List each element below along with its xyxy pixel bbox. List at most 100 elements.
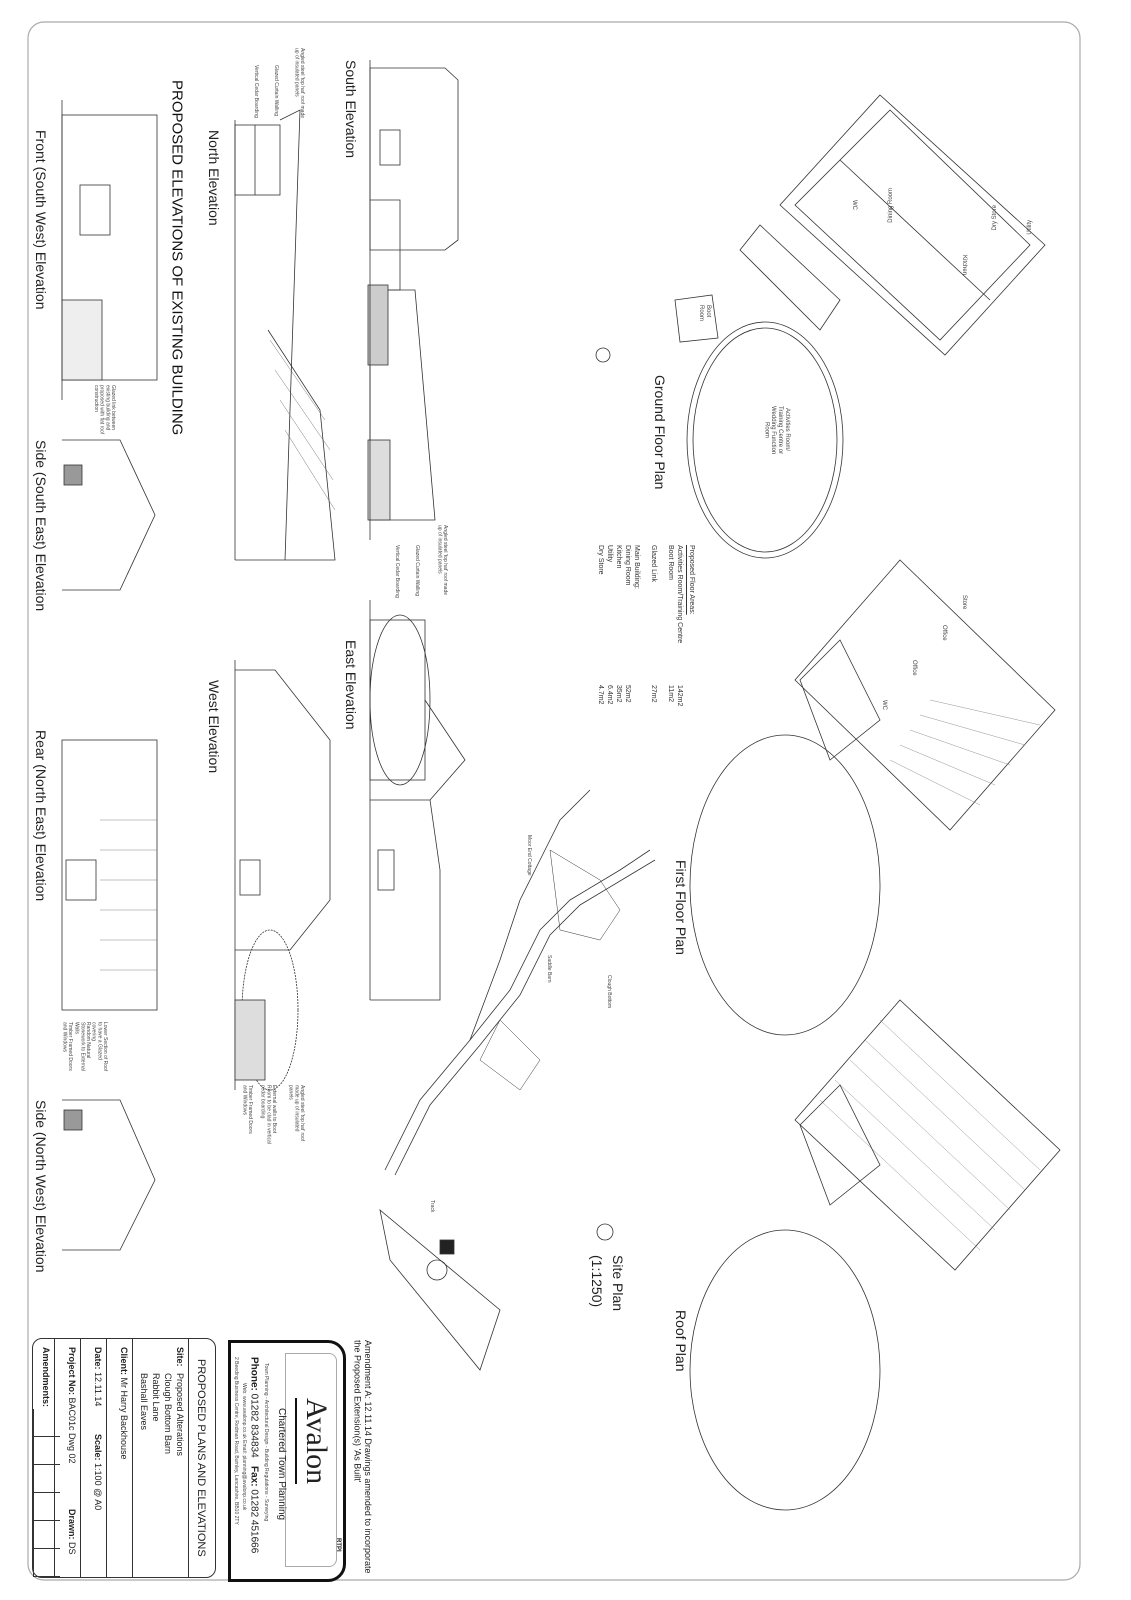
amendments-field: Amendments: [41, 1347, 51, 1407]
south-elevation-title: South Elevation [343, 60, 360, 159]
company-contact: Phone: 01282 834834 Fax: 01282 451666 [248, 1357, 260, 1553]
floor-area-label: Glazed Link [650, 545, 657, 582]
east-elevation-title: East Elevation [343, 640, 360, 730]
annotation-glazed-link: Glazed link between existing building an… [92, 385, 116, 435]
annotation-glazed-curtain: Glazed Curtain Walling [272, 65, 279, 116]
annotation-external-walls-boot: External walls to Boot Room to be clad i… [259, 1085, 278, 1144]
floor-area-value: 35m2 [615, 685, 622, 703]
floor-area-value: 4.7m2 [597, 685, 604, 705]
drawing-title: PROPOSED PLANS AND ELEVATIONS [195, 1359, 207, 1557]
north-elevation-drawing [234, 109, 336, 561]
site-label: Site: [175, 1347, 185, 1367]
annotation-vertical-cedar: Vertical Cedar Boarding [252, 65, 259, 118]
company-address: 2 Beeding Business Centre, Redman Road, … [232, 1357, 239, 1525]
site-label-moor-end: Moor End Cottage [525, 835, 532, 876]
room-wc-first: WC [880, 700, 887, 710]
room-utility: Utility [1027, 220, 1033, 235]
date-field: Date: 12.11.14 [93, 1347, 103, 1406]
room-wc: WC [850, 200, 857, 210]
side-nw-elevation-drawing [62, 1099, 156, 1251]
room-office-1: Office [940, 625, 947, 641]
roof-plan-drawing [689, 999, 1061, 1511]
first-floor-plan-title: First Floor Plan [673, 860, 690, 955]
ground-floor-plan-drawing [674, 94, 1046, 559]
company-logo: Avalon [294, 1398, 333, 1485]
date-label: Date: [93, 1347, 103, 1370]
floor-area-label: Utility [606, 545, 613, 563]
site-line: Rabbit Lane [151, 1373, 161, 1422]
rear-ne-elevation-title: Rear (North East) Elevation [33, 730, 50, 902]
floor-area-label: Boot Room [667, 545, 674, 581]
front-sw-elevation-drawing [61, 100, 158, 400]
site-line: Clough Bottom Barn [163, 1373, 173, 1455]
room-kitchen: Kitchen [960, 255, 967, 276]
scale-field: Scale: 1:100 @ A0 [93, 1434, 103, 1510]
west-elevation-drawing [234, 660, 331, 1091]
annotation-sandstone: Random Natural Stonework to External Wal… [73, 1022, 92, 1071]
site-label-clough-bottom: Clough Bottom [605, 975, 612, 1009]
sheet-border [27, 21, 1081, 1581]
floor-area-label: Activities Room/Training Centre [676, 545, 683, 644]
annotation-timber-doors-rear: Timber Framed Doors and Windows [61, 1022, 73, 1071]
project-value: BAC01c Dwg 02 [67, 1397, 77, 1464]
roof-plan-title: Roof Plan [673, 1310, 690, 1372]
floor-area-value: 6.4m2 [606, 685, 613, 705]
site-plan-title: Site Plan [610, 1255, 627, 1312]
company-web-email: Web: www.avalonp.co.uk Email: planning@a… [240, 1383, 247, 1511]
side-se-elevation-drawing [62, 439, 156, 591]
site-label-track: Track [428, 1200, 435, 1213]
room-store: Store [960, 595, 967, 610]
fax-label: Fax: [248, 1465, 260, 1487]
rtpi-logo: RTPI [335, 1538, 341, 1552]
company-subtitle: Chartered Town Planning [276, 1408, 287, 1521]
site-label-saddle-barn: Saddle Barn [545, 955, 552, 983]
floor-area-label: Dry Store [597, 545, 604, 575]
floor-area-label: Dining Room [624, 545, 631, 586]
drawn-field: Drawn: DS [67, 1509, 77, 1555]
floor-area-label: Kitchen [615, 545, 622, 569]
amendments-label: Amendments: [41, 1347, 51, 1408]
sheet-title: PROPOSED ELEVATIONS OF EXISTING BUILDING [168, 80, 186, 436]
floor-area-value: 52m2 [624, 685, 631, 703]
logo-inner-frame [285, 1353, 337, 1567]
floor-area-value: 142m2 [676, 685, 683, 707]
room-activities: Activities Room/ Training Centre or Wedd… [763, 405, 790, 455]
client-field: Client: Mr Harry Backhouse [119, 1347, 129, 1460]
west-elevation-title: West Elevation [206, 680, 223, 774]
company-services: Town Planning - Architectural Design - B… [262, 1363, 269, 1522]
project-label: Project No: [67, 1347, 77, 1396]
phone-number: 01282 834834 [248, 1393, 260, 1458]
scale-label: Scale: [93, 1434, 103, 1461]
annotation-vertical-cedar-east: Vertical Cedar Boarding [393, 545, 400, 598]
project-field: Project No: BAC01c Dwg 02 [67, 1347, 77, 1464]
floor-areas-table: Proposed Floor Areas: Activities Room/Tr… [575, 545, 695, 735]
site-line: Bashall Eaves [139, 1373, 149, 1431]
drawn-value: DS [67, 1542, 77, 1555]
phone-label: Phone: [248, 1357, 260, 1391]
scale-value: 1:100 @ A0 [93, 1463, 103, 1511]
south-elevation-drawing [367, 60, 459, 540]
side-se-elevation-title: Side (South East) Elevation [33, 440, 50, 612]
annotation-glazed-curtain-east: Glazed Curtain Walling [413, 545, 420, 596]
first-floor-plan-drawing [689, 559, 1056, 1036]
room-dry-store: Dry Store [992, 205, 998, 231]
annotation-angled-roof: Angled steel 'top hat' roof made up of i… [293, 48, 305, 119]
site-info: Site: [175, 1347, 185, 1367]
rear-ne-elevation-drawing [61, 739, 158, 1011]
site-north-arrow-icon [596, 1223, 614, 1241]
company-logo-box: Avalon RTPI Chartered Town Planning Town… [228, 1340, 346, 1582]
north-elevation-title: North Elevation [206, 130, 223, 226]
floor-area-value: 11m2 [667, 685, 674, 702]
title-block: PROPOSED PLANS AND ELEVATIONS Site: Prop… [32, 1338, 216, 1578]
date-value: 12.11.14 [93, 1372, 103, 1407]
drawn-label: Drawn: [67, 1509, 77, 1540]
amendment-note: Amendment A: 12.11.14 Drawings amended t… [352, 1340, 373, 1574]
site-line: Proposed Alterations [175, 1373, 185, 1457]
east-elevation-drawing [369, 600, 466, 1001]
site-plan-scale: (1:1250) [589, 1255, 606, 1308]
annotation-timber-doors-west: Timber Framed Doors and Windows [241, 1085, 253, 1134]
ground-floor-plan-title: Ground Floor Plan [652, 375, 669, 490]
site-plan-drawing [379, 789, 656, 1371]
north-arrow-icon [595, 347, 611, 363]
room-dining: Dining Room [888, 188, 894, 223]
